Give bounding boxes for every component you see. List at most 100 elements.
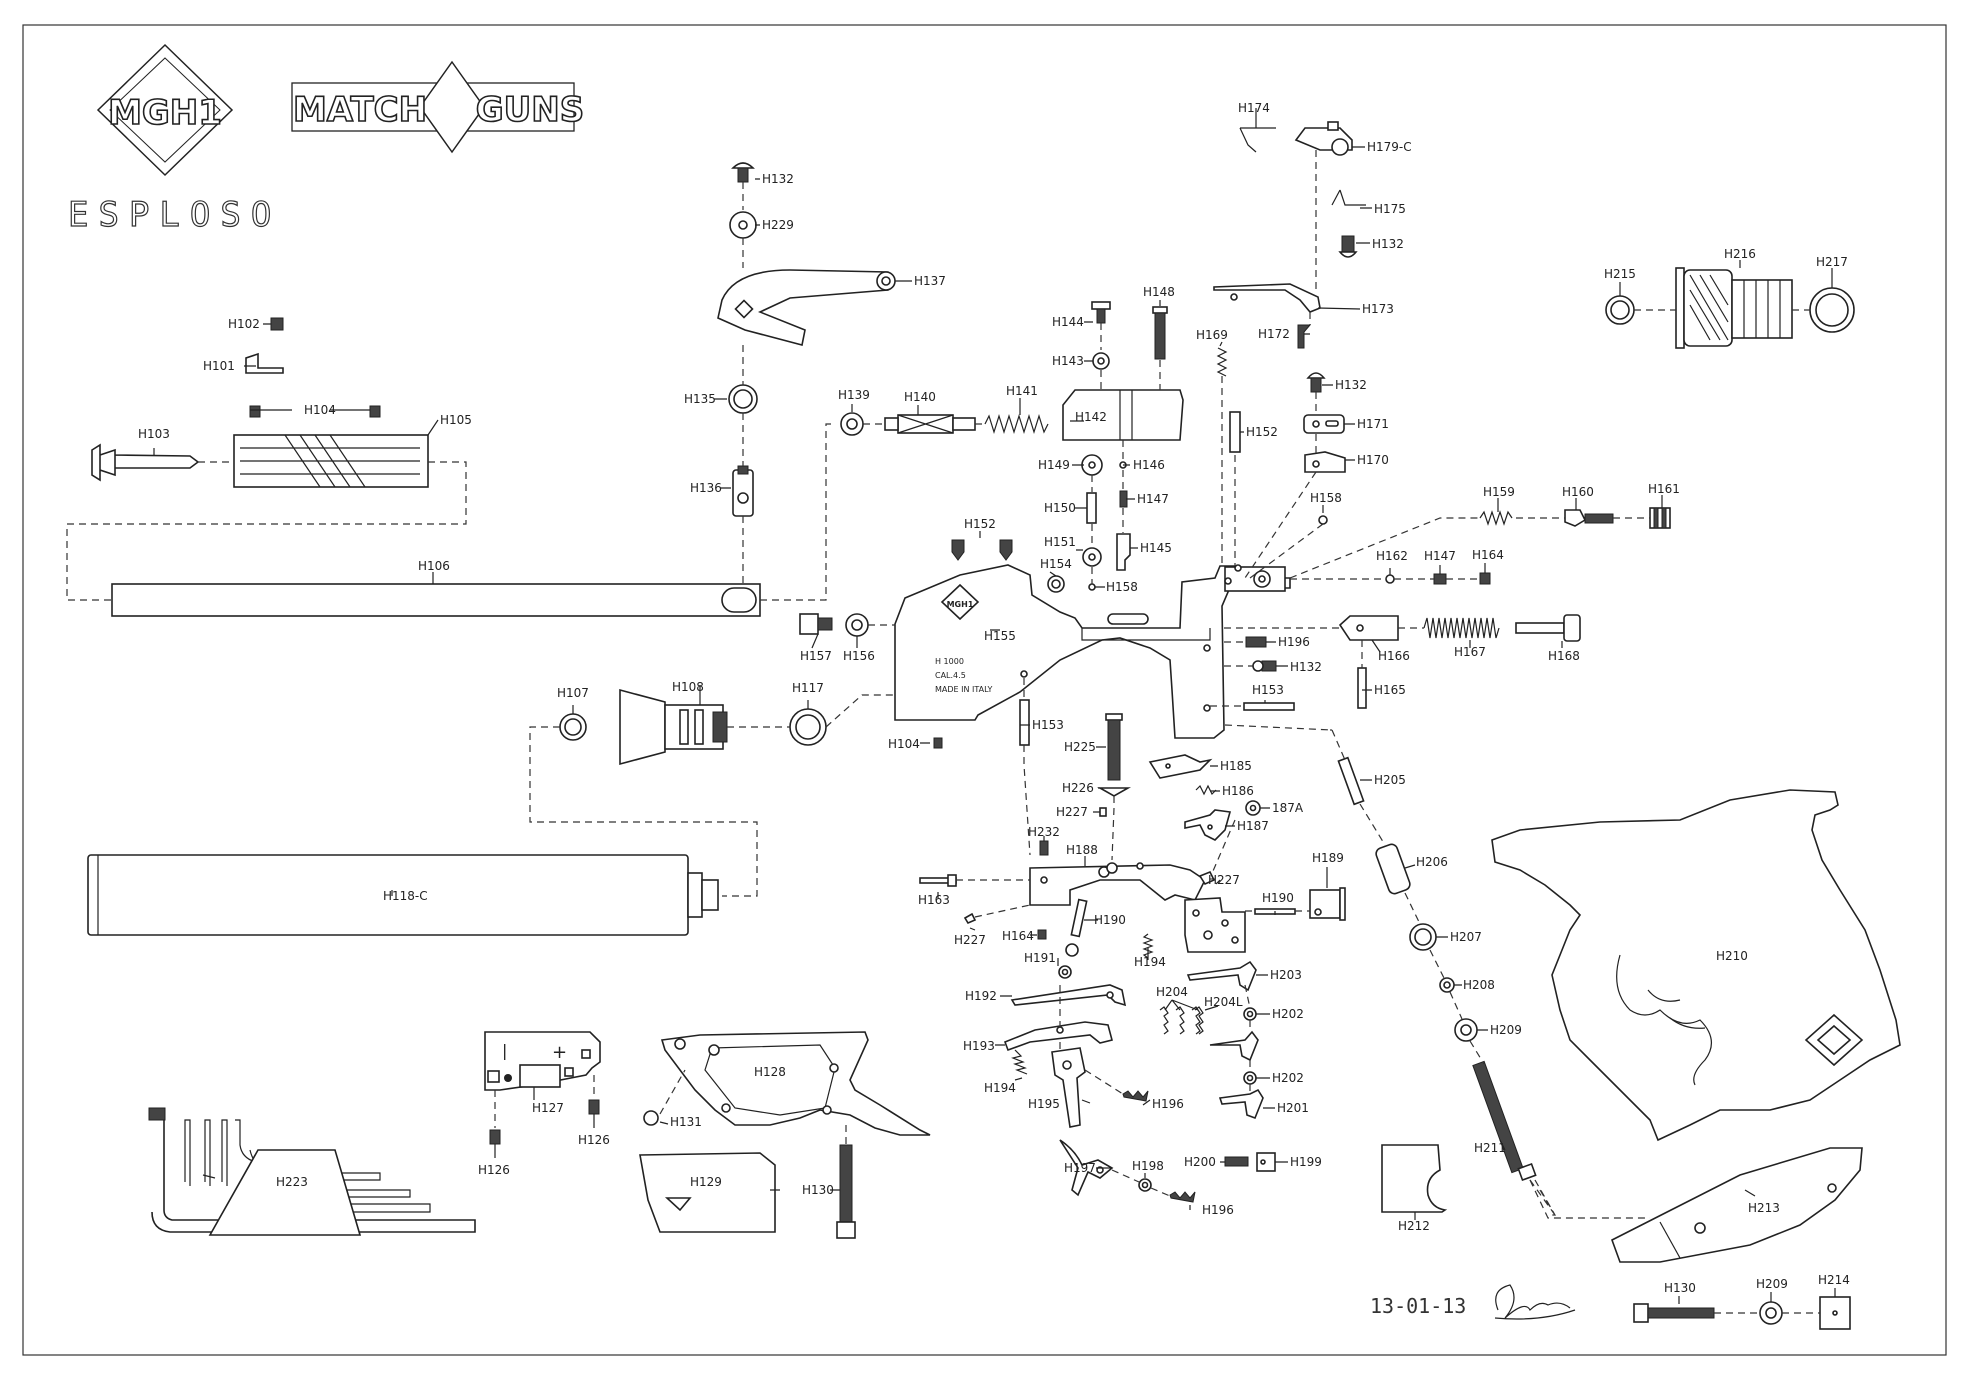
label-H159: H159	[1483, 485, 1515, 499]
part-H154	[1047, 575, 1065, 593]
label-H164-right: H164	[1472, 548, 1504, 562]
part-H207	[1409, 923, 1437, 951]
label-H132-c: H132	[1335, 378, 1367, 392]
part-H101	[245, 352, 284, 374]
label-H117: H117	[792, 681, 824, 695]
part-H232	[1039, 840, 1049, 856]
part-H102	[270, 317, 284, 331]
part-H212	[1381, 1144, 1448, 1213]
part-H209-bottom	[1759, 1301, 1783, 1325]
label-H174: H174	[1238, 101, 1270, 115]
label-H164-mid: H164	[1002, 929, 1034, 943]
label-H132-right: H132	[1290, 660, 1322, 674]
part-H130-horizontal	[1633, 1303, 1715, 1323]
label-H126-left: H126	[478, 1163, 510, 1177]
part-H227-mid	[1099, 807, 1107, 817]
part-H136	[732, 465, 754, 517]
label-H166: H166	[1378, 649, 1410, 663]
label-H146: H146	[1133, 458, 1165, 472]
label-H169: H169	[1196, 328, 1228, 342]
label-H127: H127	[532, 1101, 564, 1115]
part-H164-mid	[1037, 929, 1047, 940]
label-H185: H185	[1220, 759, 1252, 773]
label-H153-mid: H153	[1032, 718, 1064, 732]
label-H196-bottom: H196	[1202, 1203, 1234, 1217]
part-H227-left	[963, 912, 977, 925]
part-H118-C	[87, 854, 719, 936]
part-H188	[1029, 862, 1207, 906]
part-H204L	[1194, 1006, 1204, 1035]
label-H103: H103	[138, 427, 170, 441]
part-H152-right	[1229, 411, 1241, 453]
label-H196-mid: H196	[1152, 1097, 1184, 1111]
label-H199: H199	[1290, 1155, 1322, 1169]
part-H185	[1148, 754, 1213, 779]
label-H165: H165	[1374, 683, 1406, 697]
part-H156	[845, 613, 869, 637]
label-H194-top: H194	[1134, 955, 1166, 969]
sheet-border	[22, 24, 1947, 1356]
label-H132-top: H132	[762, 172, 794, 186]
label-H232: H232	[1028, 825, 1060, 839]
label-H106: H106	[418, 559, 450, 573]
label-H191: H191	[1024, 951, 1056, 965]
part-H204	[1159, 1006, 1201, 1035]
label-H157: H157	[800, 649, 832, 663]
part-H193	[1003, 1021, 1113, 1052]
label-H201: H201	[1277, 1101, 1309, 1115]
label-H118-C: H118-C	[383, 889, 428, 903]
part-H167	[1423, 617, 1500, 639]
label-H194-bottom: H194	[984, 1081, 1016, 1095]
part-H132-top	[731, 162, 755, 183]
part-H126-left	[489, 1129, 501, 1145]
label-H204L: H204L	[1204, 995, 1243, 1009]
label-H163: H163	[918, 893, 950, 907]
part-H196-mid	[1122, 1090, 1149, 1102]
label-H202-top: H202	[1272, 1007, 1304, 1021]
guns-logo-text: GUNS	[476, 90, 584, 130]
part-H153-right	[1243, 702, 1295, 711]
label-H190-mid: H190	[1094, 913, 1126, 927]
label-H229: H229	[762, 218, 794, 232]
svg-text:+: +	[552, 1042, 567, 1063]
part-H144	[1091, 301, 1111, 324]
part-H135	[728, 384, 758, 414]
label-H136: H136	[690, 481, 722, 495]
part-H172	[1297, 324, 1312, 349]
part-H127: | +	[484, 1031, 601, 1091]
label-H130-horizontal: H130	[1664, 1281, 1696, 1295]
label-H140: H140	[904, 390, 936, 404]
label-H129: H129	[690, 1175, 722, 1189]
part-H141	[984, 413, 1049, 435]
label-H226: H226	[1062, 781, 1094, 795]
part-H196-right	[1245, 636, 1267, 648]
label-H128: H128	[754, 1065, 786, 1079]
label-H170: H170	[1357, 453, 1389, 467]
label-H225: H225	[1064, 740, 1096, 754]
part-H194-top	[1142, 933, 1154, 959]
part-H153-mid	[1019, 699, 1030, 746]
label-H161: H161	[1648, 482, 1680, 496]
label-H179-C: H179-C	[1367, 140, 1412, 154]
part-H166	[1338, 615, 1399, 641]
part-H139	[840, 412, 864, 436]
part-H126-right	[588, 1099, 600, 1115]
label-H189: H189	[1312, 851, 1344, 865]
part-labels: H102 H101 H103 H104 H105 H106 H132 H229 …	[138, 101, 1850, 1295]
part-H187	[1184, 809, 1232, 841]
part-H214	[1819, 1296, 1851, 1330]
match-logo-text: MATCH	[293, 90, 427, 130]
part-H169	[1216, 347, 1228, 377]
part-H104-frame	[933, 737, 943, 749]
part-H186	[1195, 784, 1217, 796]
label-H198: H198	[1132, 1159, 1164, 1173]
part-H149	[1081, 454, 1103, 476]
label-H227-right: H227	[1208, 873, 1240, 887]
label-H188: H188	[1066, 843, 1098, 857]
label-H150: H150	[1044, 501, 1076, 515]
part-H160	[1564, 509, 1614, 527]
label-H190-right: H190	[1262, 891, 1294, 905]
signature	[1494, 1284, 1576, 1320]
label-H102: H102	[228, 317, 260, 331]
label-H152-right: H152	[1246, 425, 1278, 439]
